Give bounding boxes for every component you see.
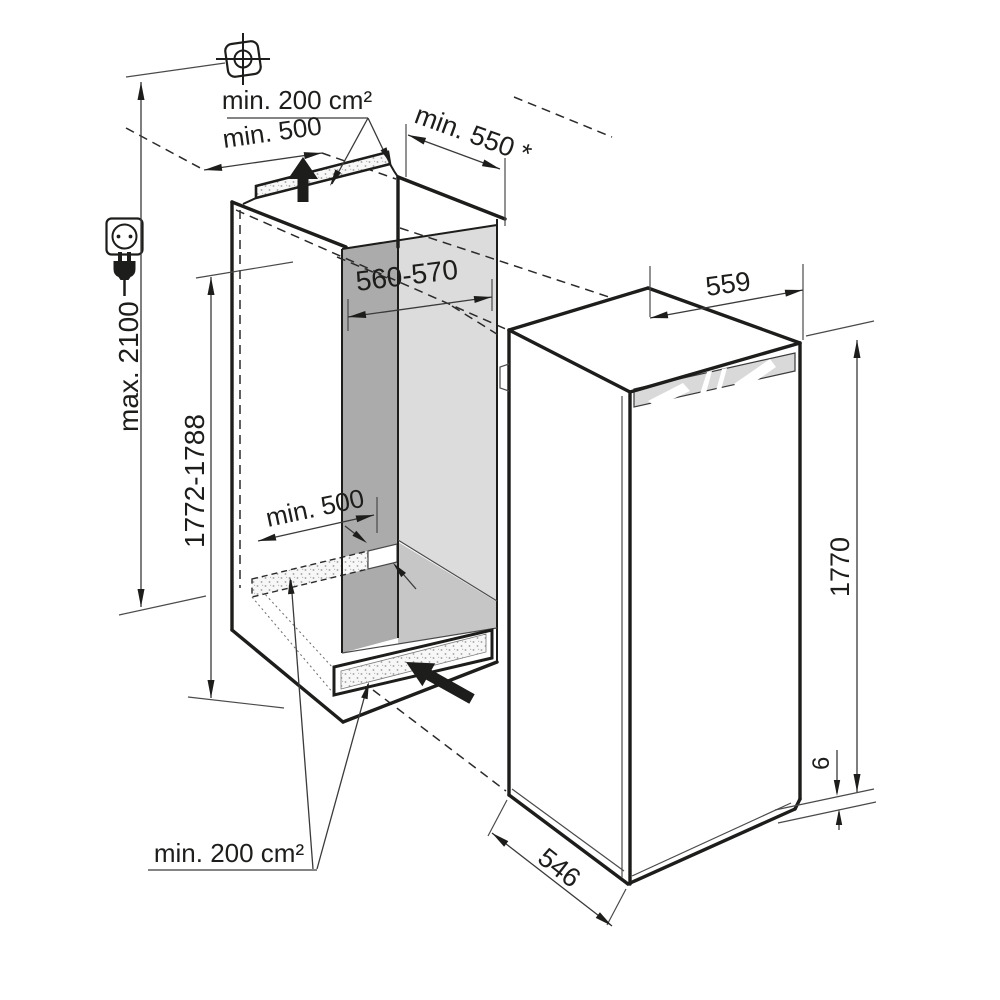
projection-top-to-appliance — [399, 227, 616, 300]
projection-ceiling-to-appliance — [235, 209, 509, 331]
airflow-intake-arrow — [406, 662, 475, 704]
appliance-bottom-front-edge — [626, 807, 797, 886]
bottom-vent-area-label: min. 200 cm² — [154, 838, 305, 868]
appliance-base-step-front — [631, 802, 792, 877]
niche-floor-front-lip — [341, 627, 498, 654]
appliance-top-left-edge — [507, 328, 632, 394]
socket-max-height-label: max. 2100 — [113, 301, 144, 432]
appliance-width-label: 559 — [704, 266, 753, 302]
dimension-appliance-width: 559 — [649, 264, 804, 340]
appliance-top-back-right-edge — [646, 286, 802, 345]
niche-top-right-edge — [396, 175, 507, 221]
appliance-front-face — [628, 343, 800, 884]
dimension-socket-max-height: max. 2100 — [113, 82, 207, 616]
duct-hidden-line-2 — [251, 596, 335, 695]
floor-vent-strip — [251, 543, 398, 598]
annotation-bottom-vent-area: min. 200 cm² — [148, 577, 369, 871]
niche-bottom-front-edge — [341, 660, 499, 724]
projection-upper-right — [513, 96, 613, 138]
airflow-up-arrow — [288, 157, 318, 202]
niche-side-wall — [342, 240, 398, 653]
dimension-appliance-height: 1770 — [805, 320, 875, 792]
appliance-bottom-left-edge — [507, 793, 630, 886]
power-socket-icon — [105, 217, 144, 256]
niche-floor — [398, 542, 497, 644]
top-vent-width-label: min. 500 — [221, 110, 324, 154]
appliance-base-step-left — [511, 788, 625, 872]
niche-back-wall — [398, 225, 497, 601]
dimension-niche-height: 1772-1788 — [179, 261, 294, 709]
annotation-top-vent-area: min. 200 cm² — [222, 85, 391, 186]
appliance-bottom-right-step — [793, 797, 802, 811]
appliance-hinge-notch — [499, 363, 510, 392]
appliance-top-front-edge — [628, 341, 802, 394]
appliance-height-label: 1770 — [825, 537, 855, 597]
niche-height-label: 1772-1788 — [179, 414, 210, 548]
niche-top-front-edge — [230, 200, 348, 249]
appliance-depth-label: 546 — [532, 842, 586, 893]
niche-floor-wall-junction — [397, 539, 498, 602]
hidden-edge-top-right — [321, 152, 397, 180]
appliance-vent-grille — [633, 352, 796, 408]
datum-target-icon — [125, 33, 270, 85]
hidden-edge-top-left — [125, 127, 205, 171]
duct-hidden-line-1 — [251, 579, 335, 670]
appliance-left-face — [509, 330, 630, 884]
appliance-drawing — [499, 286, 802, 886]
dimension-base-gap: 6 — [774, 750, 877, 830]
niche-opening-top-edge — [341, 224, 498, 250]
power-plug-icon — [113, 252, 136, 296]
projection-bottom-to-appliance — [372, 689, 507, 792]
niche-bottom-left-edge — [230, 628, 345, 724]
top-vent-area-label: min. 200 cm² — [222, 85, 373, 115]
base-gap-label: 6 — [808, 757, 835, 770]
appliance-top-back-left-edge — [507, 286, 650, 332]
